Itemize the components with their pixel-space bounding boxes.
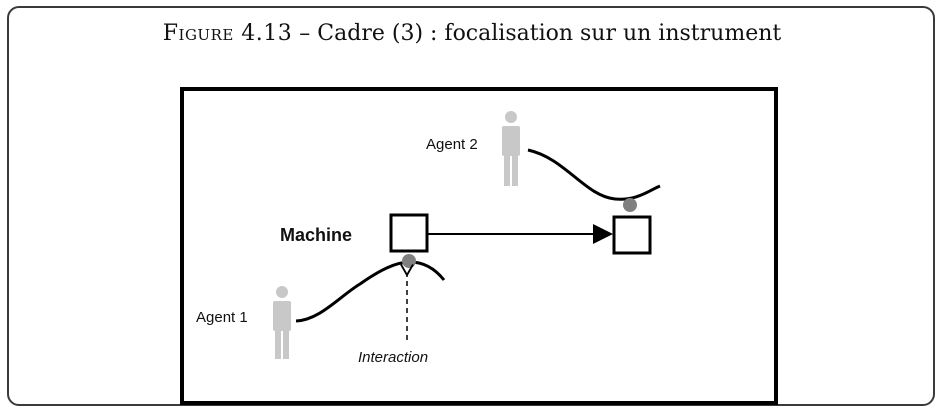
agent2-person-icon — [502, 111, 520, 186]
agent1-trajectory-curve — [295, 260, 446, 323]
agent1-person-icon — [273, 286, 291, 359]
caption-separator: – — [299, 21, 311, 46]
figure-caption: Figure 4.13 – Cadre (3) : focalisation s… — [0, 21, 944, 46]
agent2-label: Agent 2 — [426, 136, 478, 153]
machine-contact-point — [402, 254, 416, 268]
interaction-label: Interaction — [358, 349, 428, 366]
machine-label: Machine — [280, 225, 352, 245]
machine-square — [389, 213, 429, 253]
agent2-trajectory-curve — [527, 148, 661, 201]
agent1-label: Agent 1 — [196, 309, 248, 326]
target-square — [612, 215, 652, 255]
caption-text: Cadre (3) : focalisation sur un instrume… — [317, 21, 782, 46]
agent2-contact-point — [623, 198, 637, 212]
figure-number: Figure 4.13 — [162, 21, 293, 46]
